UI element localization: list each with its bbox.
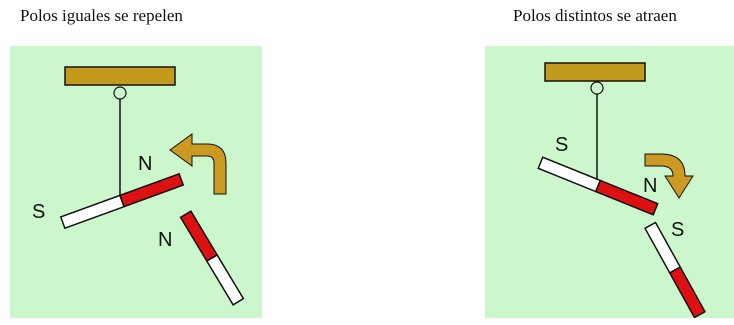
caption-unlike-poles-attract: Polos distintos se atraen — [513, 6, 677, 26]
attract-diagram: S N S — [485, 46, 734, 318]
support-bar — [545, 63, 645, 81]
pole-label-n-hanging: N — [138, 153, 152, 175]
pole-label-n-second: N — [158, 229, 172, 251]
pole-label-n-hanging: N — [643, 175, 657, 197]
repel-diagram: N S N — [10, 46, 262, 318]
caption-like-poles-repel: Polos iguales se repelen — [20, 6, 183, 26]
pole-label-s-hanging: S — [32, 201, 45, 223]
pole-label-s-second: S — [671, 219, 684, 241]
panel-background — [485, 46, 734, 318]
pole-label-s-hanging: S — [555, 134, 568, 156]
support-bar — [65, 67, 175, 85]
